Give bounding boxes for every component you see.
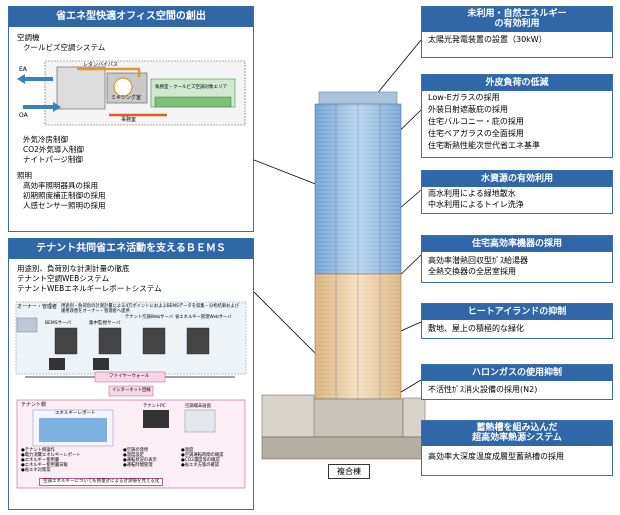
panel-bems: テナント共同省エネ活動を支えるＢＥＭＳ 用途別、負荷別な計測計量の徹底 テナント…: [8, 238, 254, 510]
heat-meter-footer: 空調エネルギーについても熱量計による計測値を見える化: [39, 477, 164, 486]
panel-item: 住宅断熱性能次世代省エネ基準: [428, 141, 540, 151]
connector-right-7: [395, 432, 422, 437]
list-item: ●空調の発停: [123, 447, 149, 453]
bems-description: 用途別・負荷別の計測計量による4万ポイントにおよぶBEMSデータを収集・分析結果…: [61, 303, 239, 314]
bems-item: テナントWEBエネルギーレポートシステム: [17, 283, 162, 293]
tenant-side-label: テナント側: [21, 401, 47, 408]
list-item: ●空調運転時間の確認: [181, 452, 224, 458]
ac-item: 外気冷房制御: [23, 134, 68, 144]
connector-right-4: [394, 254, 422, 281]
floor-label: 事務室: [121, 116, 137, 123]
tenant-web-label: 空調端末画面: [185, 403, 211, 409]
panel-heat-island: ヒートアイランドの抑制 敷地、屋上の積極的な緑化: [421, 303, 613, 339]
bems-item: テナント空調WEBシステム: [17, 273, 110, 283]
tenant-list-b: ●空調の発停 ●温度設定 ●運転状況の表示 ●運転時間管理: [123, 448, 157, 468]
panel-item: 不活性ｶﾞｽ消火設備の採用(N2): [428, 385, 538, 395]
tower: [261, 91, 428, 460]
server-label: BEMSサーバ: [45, 320, 72, 326]
list-item: ●エネルギー使用量: [21, 457, 60, 463]
panel-item: 住宅バルコニー・庇の採用: [428, 117, 524, 127]
panel-item: 外装日射遮蔽庇の採用: [428, 105, 508, 115]
ac-item: ナイトパージ制御: [23, 154, 83, 164]
building-label: 複合棟: [328, 464, 370, 479]
lighting-heading: 照明: [17, 170, 32, 180]
panel-title-line: ヒートアイランドの抑制: [422, 304, 612, 321]
list-item: ●温度設定: [123, 452, 144, 458]
panel-renewable-energy: 未利用・自然エネルギー の有効利用 太陽光発電装置の設置（30kW）: [421, 6, 613, 58]
list-item: ●CO2濃度等の確認: [181, 457, 220, 463]
panel-item: 高効率大深度温度成層型蓄熱槽の採用: [428, 451, 564, 461]
ac-system-label: クールビズ空調システム: [23, 42, 106, 52]
connector-right-3: [391, 189, 422, 216]
server-label: テナント空調Webサーバ: [125, 314, 173, 320]
list-item: ●エネルギー使用量日報: [21, 462, 68, 468]
panel-item: 全熱交換器の全居室採用: [428, 267, 516, 277]
ac-heading: 空調機: [17, 32, 40, 42]
list-item: ●運転状況の表示: [123, 457, 157, 463]
panel-office-comfort-title: 省エネ型快適オフィス空間の創出: [9, 7, 253, 27]
list-item: ●省エネ方策の確認: [181, 462, 220, 468]
panel-title-line: 水資源の有効利用: [422, 171, 612, 188]
connector-left-top: [253, 159, 319, 186]
panel-item: 住宅ペアガラスの全面採用: [428, 129, 524, 139]
panel-item: 中水利用によるトイレ洗浄: [428, 200, 524, 210]
panel-item: 雨水利用による緑地散水: [428, 189, 516, 199]
mixing-label: ミキシング室: [111, 94, 142, 101]
panel-title-line: 蓄熱槽を組み込んだ: [476, 423, 558, 433]
panel-title-line: ハロンガスの使用抑制: [422, 365, 612, 382]
oa-label: OA: [19, 111, 28, 119]
bems-network-diagram: オーナー・管理者 用途別・負荷別の計測計量による4万ポイントにおよぶBEMSデー…: [15, 300, 247, 490]
tenant-list-c: ●温度 ●空調運転時間の確認 ●CO2濃度等の確認 ●省エネ方策の確認: [181, 448, 223, 468]
panel-title-line: 住宅高効率機器の採用: [422, 236, 612, 253]
panel-office-comfort: 省エネ型快適オフィス空間の創出 空調機 クールビズ空調システム EA OA レ: [8, 6, 254, 232]
panel-title-line: 未利用・自然エネルギー: [467, 9, 567, 19]
lighting-item: 人感センサー照明の採用: [23, 200, 106, 210]
bems-item: 用途別、負荷別な計測計量の徹底: [17, 263, 130, 273]
panel-item: Low-Eガラスの採用: [428, 93, 500, 103]
connector-right-5: [391, 321, 422, 336]
panel-title-line: 超高効率熱源システム: [472, 433, 562, 444]
panel-residential-equipment: 住宅高効率機器の採用 高効率潜熱回収型ｶﾞｽ給湯器 全熱交換器の全居室採用: [421, 235, 613, 283]
panel-title-line: の有効利用: [494, 19, 540, 30]
server-label: 集中監視サーバ: [89, 320, 121, 326]
tenant-pc-label: テナントPC: [143, 403, 166, 409]
server-label: 省エネルギー管理Webサーバ: [175, 314, 232, 320]
tenant-list-a: ●テナント側操作 ●電力消費エネルギーレポート ●エネルギー使用量 ●エネルギー…: [21, 448, 81, 473]
panel-item: 高効率潜熱回収型ｶﾞｽ給湯器: [428, 256, 528, 266]
list-item: ●電力消費エネルギーレポート: [21, 452, 81, 458]
lighting-item: 高効率照明器具の採用: [23, 180, 98, 190]
list-item: ●省エネ対策案: [21, 467, 51, 473]
coolbiz-area-label: 執務室・クールビズ空調対象エリア: [155, 84, 227, 90]
lighting-item: 初期照度補正制御の採用: [23, 190, 106, 200]
list-item: ●温度: [181, 447, 194, 453]
ea-label: EA: [19, 65, 27, 73]
owner-label: オーナー・管理者: [17, 303, 58, 310]
internet-label: インターネット回線: [112, 387, 151, 393]
bypass-label: レタンバイパス: [83, 61, 118, 68]
panel-halon-gas: ハロンガスの使用抑制 不活性ｶﾞｽ消火設備の採用(N2): [421, 364, 613, 400]
panel-envelope-load: 外皮負荷の低減 Low-Eガラスの採用 外装日射遮蔽庇の採用 住宅バルコニー・庇…: [421, 74, 613, 158]
list-item: ●運転時間管理: [123, 462, 153, 468]
panel-item: 太陽光発電装置の設置（30kW）: [428, 34, 547, 44]
panel-bems-title: テナント共同省エネ活動を支えるＢＥＭＳ: [9, 239, 253, 259]
panel-water-resources: 水資源の有効利用 雨水利用による緑地散水 中水利用によるトイレ洗浄: [421, 170, 613, 214]
panel-item: 敷地、屋上の積極的な緑化: [428, 324, 524, 334]
connector-right-1: [375, 39, 422, 96]
panel-title-line: 外皮負荷の低減: [422, 75, 612, 92]
list-item: ●テナント側操作: [21, 447, 55, 453]
firewall-label: ファイヤーウォール: [109, 373, 150, 379]
ac-item: CO2外気導入制御: [23, 144, 84, 154]
connector-left-bottom: [253, 291, 331, 369]
connector-right-6: [395, 379, 422, 396]
energy-report-label: エネルギーレポート: [55, 410, 96, 416]
panel-thermal-storage: 蓄熱槽を組み込んだ 超高効率熱源システム 高効率大深度温度成層型蓄熱槽の採用: [421, 420, 613, 476]
connector-right-2: [379, 109, 422, 151]
ac-diagram: EA OA レタンバイパス ミキシング室 事務室 執務室・クールビズ空調対象エリ…: [17, 57, 246, 131]
